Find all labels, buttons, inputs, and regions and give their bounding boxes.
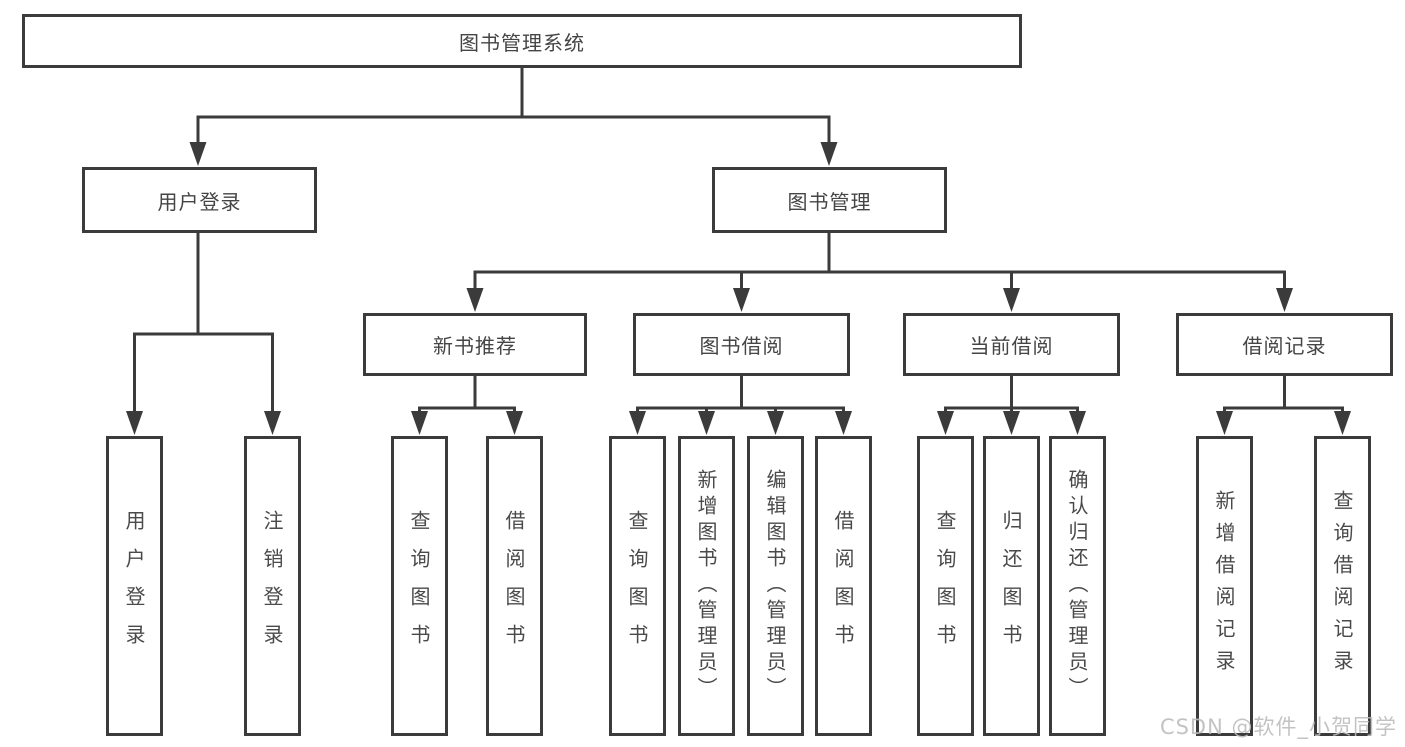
node-leaf-borrow-book-recommend-label: 借阅图书 xyxy=(502,510,526,662)
node-leaf-logout: 注销登录 xyxy=(244,436,301,736)
node-leaf-borrow-book-recommend: 借阅图书 xyxy=(486,436,543,736)
node-leaf-return-book-label: 归还图书 xyxy=(999,510,1023,662)
node-book-management-label: 图书管理 xyxy=(787,189,872,214)
csdn-watermark: CSDN @软件_小贺同学 xyxy=(1159,715,1397,739)
node-leaf-query-book-recommend: 查询图书 xyxy=(391,436,448,736)
node-book-borrow: 图书借阅 xyxy=(633,313,850,376)
node-new-book-recommend: 新书推荐 xyxy=(363,313,587,376)
node-borrow-records-label: 借阅记录 xyxy=(1242,334,1327,358)
node-leaf-query-borrow-record: 查询借阅记录 xyxy=(1314,436,1371,736)
node-book-management: 图书管理 xyxy=(712,167,947,233)
node-new-book-recommend-label: 新书推荐 xyxy=(433,334,517,358)
node-library-system: 图书管理系统 xyxy=(22,14,1022,68)
node-leaf-query-book-recommend-label: 查询图书 xyxy=(407,510,431,662)
node-leaf-borrow-book: 借阅图书 xyxy=(815,436,872,736)
node-library-system-label: 图书管理系统 xyxy=(459,30,585,55)
node-leaf-query-book-borrow: 查询图书 xyxy=(609,436,666,736)
node-leaf-logout-label: 注销登录 xyxy=(260,510,284,662)
node-leaf-user-login-label: 用户登录 xyxy=(122,510,146,662)
node-leaf-query-book-borrow-label: 查询图书 xyxy=(625,510,649,662)
node-leaf-confirm-return-admin-label: 确认归还（管理员） xyxy=(1065,469,1089,703)
node-borrow-records: 借阅记录 xyxy=(1176,313,1393,376)
node-leaf-query-borrow-record-label: 查询借阅记录 xyxy=(1330,490,1354,682)
node-leaf-add-borrow-record: 新增借阅记录 xyxy=(1196,436,1253,736)
node-leaf-edit-book-admin: 编辑图书（管理员） xyxy=(747,436,804,736)
node-leaf-add-borrow-record-label: 新增借阅记录 xyxy=(1212,490,1236,682)
node-leaf-user-login: 用户登录 xyxy=(106,436,163,736)
node-leaf-return-book: 归还图书 xyxy=(983,436,1040,736)
node-user-login-label: 用户登录 xyxy=(157,189,242,214)
node-current-borrow-label: 当前借阅 xyxy=(969,334,1054,358)
node-leaf-confirm-return-admin: 确认归还（管理员） xyxy=(1049,436,1106,736)
node-user-login: 用户登录 xyxy=(82,167,317,233)
node-leaf-add-book-admin-label: 新增图书（管理员） xyxy=(694,469,718,703)
node-leaf-query-book-current-label: 查询图书 xyxy=(933,510,957,662)
node-current-borrow: 当前借阅 xyxy=(903,313,1120,376)
node-leaf-edit-book-admin-label: 编辑图书（管理员） xyxy=(763,469,787,703)
node-book-borrow-label: 图书借阅 xyxy=(699,334,784,358)
node-leaf-add-book-admin: 新增图书（管理员） xyxy=(678,436,735,736)
node-leaf-query-book-current: 查询图书 xyxy=(917,436,974,736)
node-leaf-borrow-book-label: 借阅图书 xyxy=(831,510,855,662)
